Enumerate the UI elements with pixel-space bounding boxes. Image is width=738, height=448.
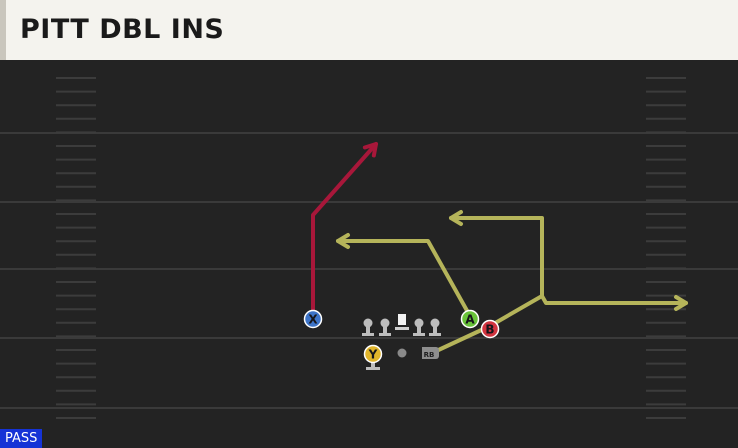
rb-route-outside	[540, 294, 688, 305]
lineman-icon	[413, 318, 425, 336]
quarterback-marker	[397, 348, 407, 358]
lineman-icon	[379, 318, 391, 336]
routes	[311, 142, 688, 355]
play-title: PITT DBL INS	[20, 14, 225, 45]
skill-players: X AB Y	[303, 309, 500, 370]
lineman-body	[433, 325, 437, 333]
lineman-body	[366, 325, 370, 333]
lineman-base	[395, 327, 409, 330]
player-label: B	[485, 323, 494, 337]
x-route	[311, 142, 378, 318]
rb-route-inside-arrowhead	[449, 210, 463, 226]
offensive-line: RB	[362, 314, 441, 359]
lineman-head	[380, 318, 390, 328]
play-header: PITT DBL INS	[0, 0, 738, 60]
player-y-icon: Y	[363, 344, 383, 370]
lineman-base	[362, 333, 374, 336]
lineman-base	[379, 333, 391, 336]
running-back-badge	[422, 347, 439, 359]
player-button	[460, 309, 480, 329]
a-route-arrowhead	[336, 233, 350, 249]
yard-lines	[0, 132, 738, 409]
rb-route-outside-arrowhead	[674, 295, 688, 311]
play-type-badge: PASS	[0, 429, 43, 448]
x-route-arrowhead	[362, 142, 378, 158]
player-base	[366, 367, 380, 370]
player-label: A	[465, 313, 475, 327]
player-label: Y	[368, 348, 378, 362]
lineman-icon	[429, 318, 441, 336]
player-stand	[371, 362, 375, 368]
header-accent-bar	[0, 0, 6, 60]
lineman-body	[417, 325, 421, 333]
lineman-head	[398, 314, 406, 325]
lineman-head	[430, 318, 440, 328]
header-background	[0, 0, 738, 60]
player-label: X	[308, 313, 318, 327]
lineman-base	[413, 333, 425, 336]
hash-marks	[56, 77, 686, 419]
a-route	[336, 239, 472, 318]
lineman-base	[429, 333, 441, 336]
player-b-icon: B	[480, 319, 500, 339]
field-surface	[0, 60, 738, 448]
running-back-label: RB	[424, 351, 435, 359]
player-a-icon: A	[460, 309, 480, 329]
lineman-body	[383, 325, 387, 333]
player-button	[303, 309, 323, 329]
player-x-icon: X	[303, 309, 323, 329]
lineman-icon	[362, 318, 374, 336]
player-button	[480, 319, 500, 339]
running-back-marker: RB	[422, 347, 439, 359]
center-lineman-icon	[395, 314, 409, 330]
lineman-head	[363, 318, 373, 328]
lineman-head	[414, 318, 424, 328]
player-button	[363, 344, 383, 364]
